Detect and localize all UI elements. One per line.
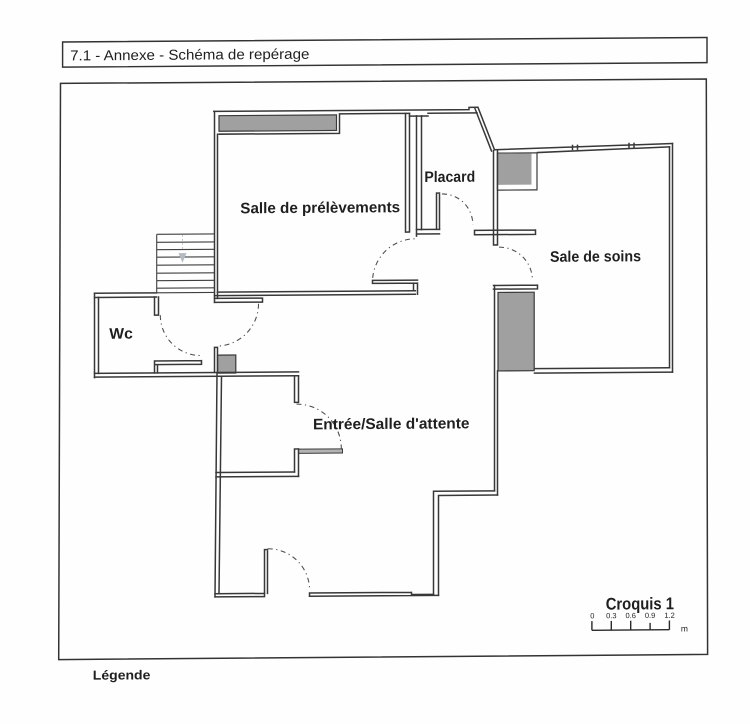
svg-text:Salle de prélèvements: Salle de prélèvements — [240, 199, 400, 217]
svg-text:Placard: Placard — [424, 169, 475, 186]
svg-text:m: m — [681, 624, 688, 634]
svg-text:0.3: 0.3 — [606, 611, 616, 620]
svg-text:Sale de soins: Sale de soins — [550, 248, 641, 266]
svg-text:Croquis 1: Croquis 1 — [606, 594, 674, 613]
svg-text:7.1 - Annexe - Schéma de repér: 7.1 - Annexe - Schéma de repérage — [70, 47, 309, 65]
svg-text:0: 0 — [590, 611, 594, 620]
svg-text:0.6: 0.6 — [625, 611, 635, 620]
svg-text:Légende: Légende — [93, 667, 151, 682]
svg-text:0.9: 0.9 — [645, 611, 655, 620]
svg-text:Wc: Wc — [109, 326, 133, 343]
svg-text:Entrée/Salle d'attente: Entrée/Salle d'attente — [313, 415, 470, 433]
svg-text:1.2: 1.2 — [664, 611, 674, 620]
